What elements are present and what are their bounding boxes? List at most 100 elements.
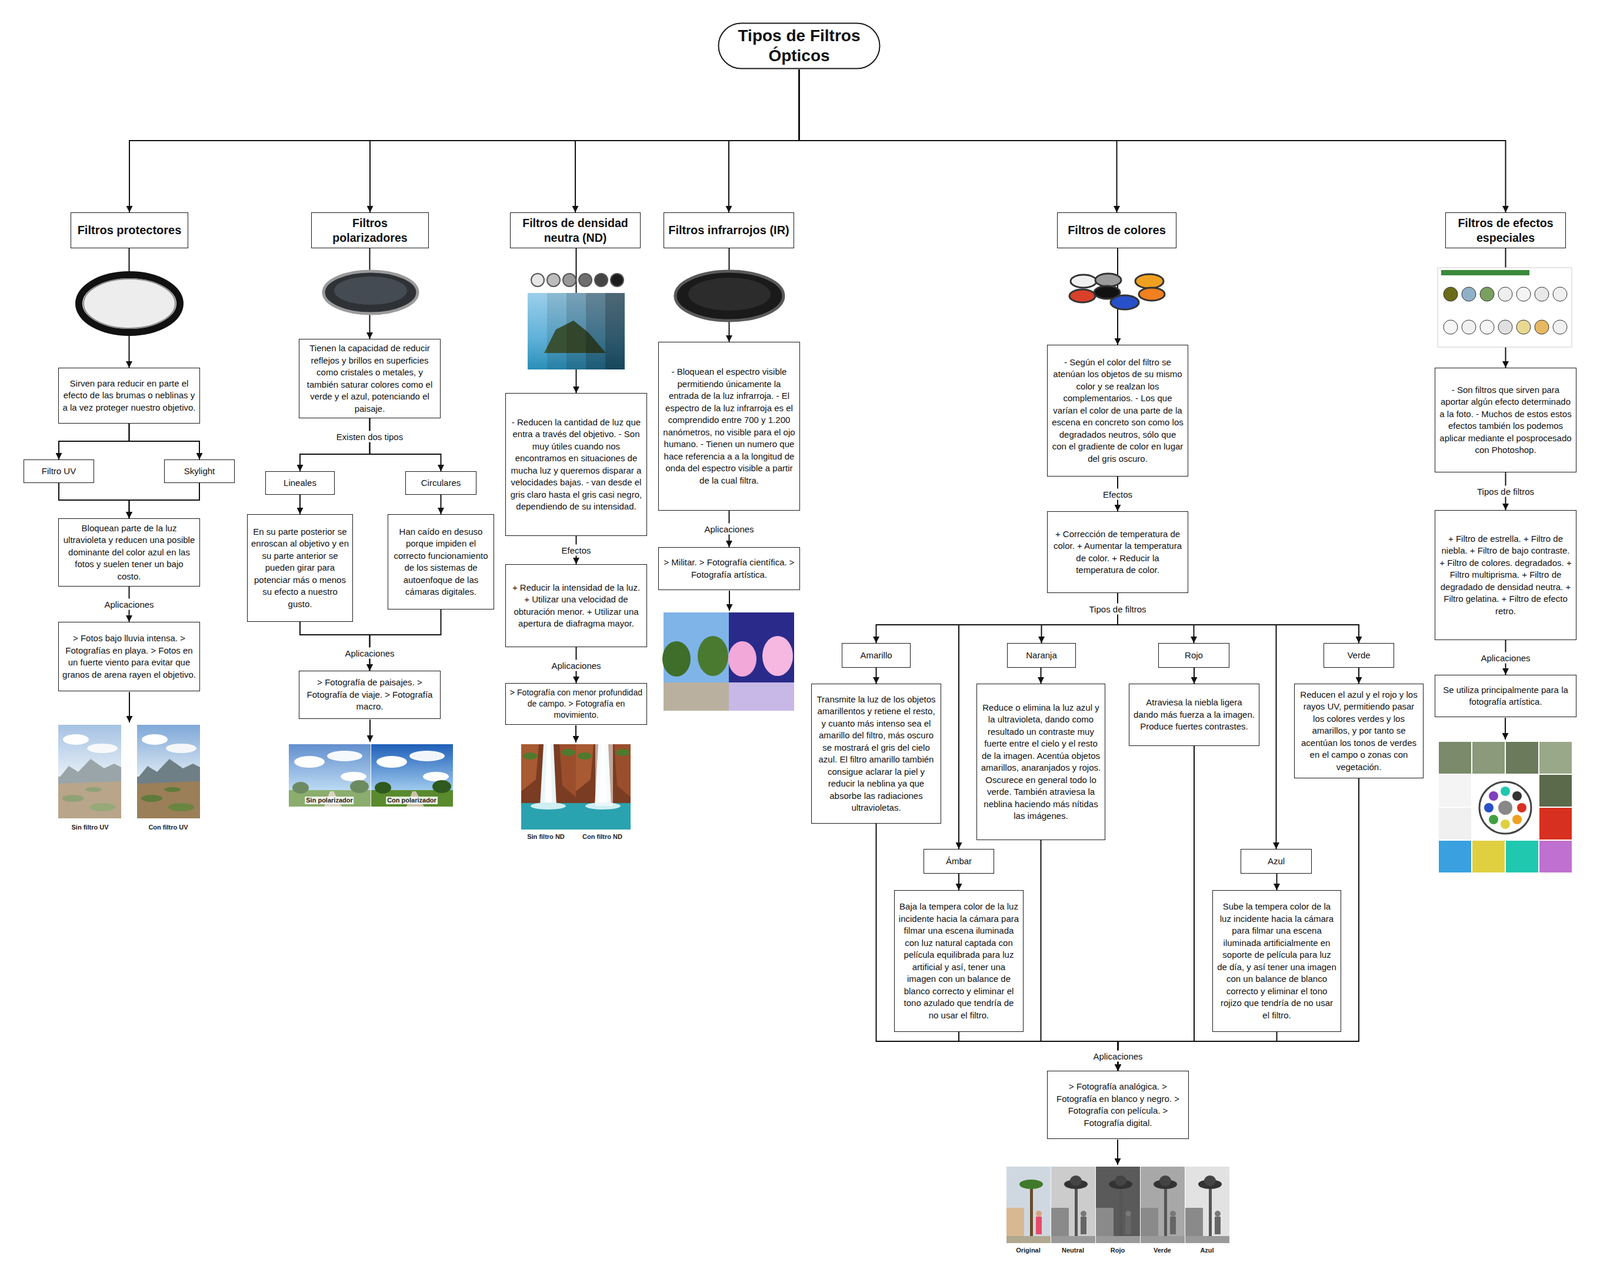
nd-filter-set <box>610 273 624 287</box>
uv-comparison-photos <box>58 724 200 819</box>
filter-type-box: Naranja <box>1007 642 1076 668</box>
connector <box>299 494 301 515</box>
infrared-comparison-photos <box>728 641 757 677</box>
infrared-comparison-photos <box>697 635 729 676</box>
node-text: Bloquean parte de la luz ultravioleta y … <box>62 522 196 583</box>
photo-caption: Azul <box>1198 1246 1215 1255</box>
text-wrap: > Fotografía de paisajes. > Fotografía d… <box>302 676 437 713</box>
infrared-comparison-photos <box>662 612 795 711</box>
special-effects-photos <box>1438 741 1472 774</box>
text-wrap: > Fotografía con menor profundidad de ca… <box>509 687 643 722</box>
connector-label: Existen dos tipos <box>334 430 406 442</box>
nd-filter-set <box>547 292 567 370</box>
text-wrap: Amarillo <box>845 649 907 662</box>
polarizer-comparison-photos <box>288 744 453 807</box>
pointer-arrows <box>128 691 130 723</box>
node-text: Han caído en desuso porque impiden el co… <box>391 525 490 599</box>
pill-shape <box>718 23 880 69</box>
connector-label: Aplicaciones <box>701 523 756 535</box>
photo-caption: Verde <box>1152 1246 1173 1255</box>
node-text: Ámbar <box>927 855 990 868</box>
connector <box>370 418 442 472</box>
text-wrap: Sube la tempera color de la luz incident… <box>1216 900 1338 1022</box>
nd-filter-set <box>578 273 592 287</box>
text-wrap: Circulares <box>409 477 473 489</box>
nd-filter-set <box>527 273 625 370</box>
description-box: Sirven para reducir en parte el efecto d… <box>58 367 200 424</box>
connector <box>1041 592 1119 643</box>
text-wrap: - Bloquean el espectro visible permitien… <box>662 365 796 487</box>
color-filter-comparison-photos <box>1035 1216 1042 1235</box>
text-wrap: Reducen el azul y el rojo y los rayos UV… <box>1298 688 1420 774</box>
description-box: Reducen el azul y el rojo y los rayos UV… <box>1294 683 1424 779</box>
text-wrap: > Fotos bajo lluvia intensa. > Fotografí… <box>62 632 196 681</box>
filter-type-box: Rojo <box>1158 642 1230 668</box>
infrared-comparison-photos <box>728 612 795 711</box>
node-text: - Según el color del filtro se atenúan l… <box>1051 356 1185 466</box>
filter-type-box: Amarillo <box>841 642 911 668</box>
text-wrap: Ámbar <box>927 855 990 868</box>
description-box: + Filtro de estrella. + Filtro de niebla… <box>1434 510 1577 640</box>
text-wrap: + Filtro de estrella. + Filtro de niebla… <box>1438 532 1573 618</box>
category-box: Filtros polarizadores <box>311 212 429 249</box>
description-box: Bloquean parte de la luz ultravioleta y … <box>58 518 200 587</box>
text-wrap: Filtros de colores <box>1061 222 1173 238</box>
connector <box>129 482 200 519</box>
photo-caption: Con filtro UV <box>147 823 189 832</box>
special-filters-photo <box>1516 320 1531 335</box>
filter-type-box: Verde <box>1323 642 1395 668</box>
nd-filter-set <box>531 273 545 287</box>
uv-comparison-photos <box>137 724 200 819</box>
uv-filter-photo <box>78 274 180 333</box>
special-filters-photo <box>1461 320 1476 335</box>
text-wrap: - Reducen la cantidad de luz que entra a… <box>509 416 643 513</box>
connector <box>1276 873 1278 890</box>
connector <box>1117 592 1195 643</box>
description-box: + Corrección de temperatura de color. + … <box>1047 511 1189 593</box>
color-filter-comparison-photos <box>1006 1166 1230 1243</box>
description-box: - Según el color del filtro se atenúan l… <box>1047 344 1189 477</box>
category-box: Filtros de densidad neutra (ND) <box>510 212 641 249</box>
node-text: Filtros infrarrojos (IR) <box>667 222 790 238</box>
node-text: > Militar. > Fotografía científica. > Fo… <box>662 556 796 581</box>
category-box: Filtros de efectos especiales <box>1445 212 1566 249</box>
connector <box>1117 592 1277 849</box>
special-effects-photos <box>1512 814 1522 825</box>
text-wrap: Filtros de densidad neutra (ND) <box>514 215 637 245</box>
photo-caption: Sin polarizador <box>304 796 354 805</box>
special-filters-photo <box>1437 267 1572 348</box>
pointer-arrows <box>129 590 1506 1165</box>
node-text: Baja la tempera color de la luz incident… <box>898 900 1020 1022</box>
color-filter-comparison-photos <box>1006 1235 1051 1243</box>
color-filters-photo <box>1095 273 1122 287</box>
special-effects-photos <box>1500 786 1510 796</box>
infrared-filter-photo <box>675 271 784 321</box>
special-effects-photos <box>1539 840 1572 873</box>
description-box: - Bloquean el espectro visible permitien… <box>658 341 800 511</box>
connector-label: Aplicaciones <box>1478 651 1533 663</box>
nd-comparison-photos <box>595 744 613 806</box>
description-box: Atraviesa la niebla ligera dando más fue… <box>1128 683 1260 746</box>
color-filter-comparison-photos <box>1051 1166 1096 1243</box>
special-effects-photos <box>1438 807 1472 840</box>
description-box: Baja la tempera color de la luz incident… <box>894 890 1024 1032</box>
text-wrap: Filtro UV <box>27 465 90 478</box>
text-wrap: Reduce o elimina la luz azul y la ultrav… <box>980 701 1102 823</box>
color-filters-photo <box>1069 273 1165 310</box>
special-effects-photos <box>1498 800 1513 815</box>
text-wrap: Tipos de Filtros Ópticos <box>730 25 868 66</box>
node-text: Se utiliza principalmente para la fotogr… <box>1438 684 1573 709</box>
description-box: - Son filtros que sirven para aportar al… <box>1434 367 1577 473</box>
node-text: > Fotos bajo lluvia intensa. > Fotografí… <box>62 632 196 681</box>
connector-label: Efectos <box>1100 488 1135 500</box>
node-text: > Fotografía con menor profundidad de ca… <box>509 687 643 722</box>
special-filters-photo <box>1437 267 1572 348</box>
node-text: Tipos de Filtros Ópticos <box>730 25 868 66</box>
node-text: + Reducir la intensidad de la luz. + Uti… <box>509 581 643 630</box>
connector <box>876 823 1119 1071</box>
color-filters-photo <box>1138 287 1165 301</box>
pointer-arrows <box>575 725 577 743</box>
nd-filter-set <box>547 273 560 287</box>
text-wrap: Se utiliza principalmente para la fotogr… <box>1438 684 1573 709</box>
